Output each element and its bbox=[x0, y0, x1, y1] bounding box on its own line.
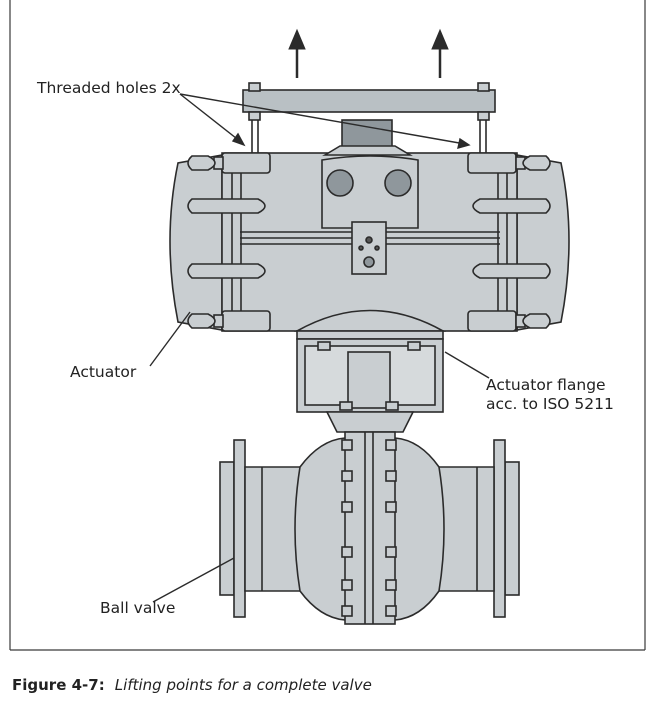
label-ball-valve: Ball valve bbox=[100, 599, 175, 617]
label-threaded-holes: Threaded holes 2x bbox=[36, 79, 181, 97]
label-actuator-flange-line2: acc. to ISO 5211 bbox=[486, 395, 614, 413]
lifting-arrow-right bbox=[431, 28, 449, 78]
label-actuator: Actuator bbox=[70, 363, 137, 381]
leader-lines bbox=[149, 93, 490, 603]
figure-frame bbox=[9, 0, 646, 651]
actuator-flange bbox=[296, 338, 444, 433]
ball-valve bbox=[219, 431, 520, 625]
lifting-bar bbox=[242, 82, 496, 153]
figure-caption-text: Lifting points for a complete valve bbox=[115, 676, 372, 694]
lifting-arrow-left bbox=[288, 28, 306, 78]
figure-caption-number: Figure 4-7: bbox=[12, 676, 105, 694]
figure-caption: Figure 4-7: Lifting points for a complet… bbox=[12, 675, 372, 694]
actuator bbox=[169, 119, 570, 340]
label-actuator-flange-line1: Actuator flange bbox=[486, 376, 606, 394]
